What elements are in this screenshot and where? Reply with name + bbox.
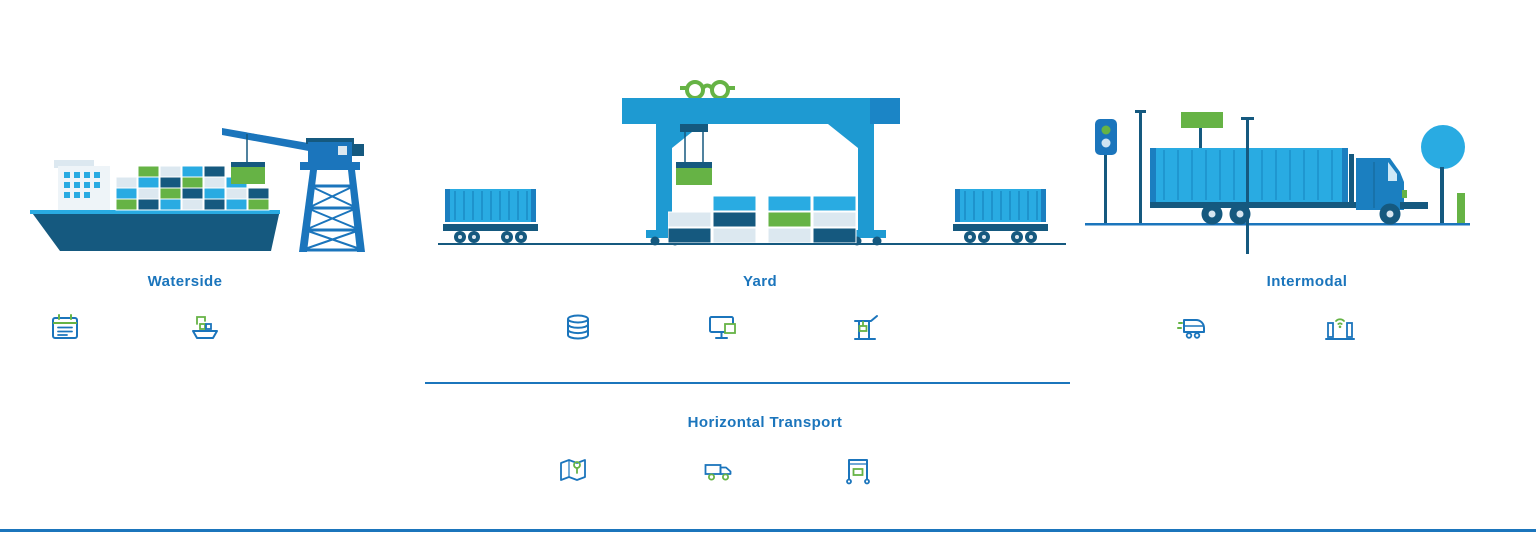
container-truck-illustration (1150, 140, 1430, 226)
rail-wagon-right-illustration (953, 189, 1048, 245)
database-icon (562, 311, 594, 343)
train-icon (1177, 311, 1209, 343)
horizontal-transport-divider (425, 382, 1070, 384)
footer-divider (0, 529, 1536, 532)
harbor-crane-illustration (222, 112, 367, 252)
terminal-truck-icon (703, 454, 735, 486)
foreground-mast-illustration (1240, 116, 1256, 256)
rail-wagon-left-illustration (443, 189, 538, 245)
route-map-icon (557, 454, 589, 486)
yard-label: Yard (742, 273, 778, 290)
vessel-icon (189, 311, 221, 343)
intermodal-label: Intermodal (1266, 273, 1348, 290)
container-stacks-illustration (668, 196, 858, 246)
crane-icon (849, 311, 881, 343)
signal-masts-illustration (1085, 105, 1480, 255)
gantry-crane-illustration (622, 78, 900, 246)
horizontal-transport-label: Horizontal Transport (687, 414, 843, 431)
monitor-icon (707, 311, 739, 343)
straddle-carrier-icon (842, 454, 874, 486)
gate-icon (1324, 311, 1356, 343)
schedule-icon (49, 311, 81, 343)
yard-ground-line (438, 243, 1066, 245)
waterside-label: Waterside (147, 273, 223, 290)
